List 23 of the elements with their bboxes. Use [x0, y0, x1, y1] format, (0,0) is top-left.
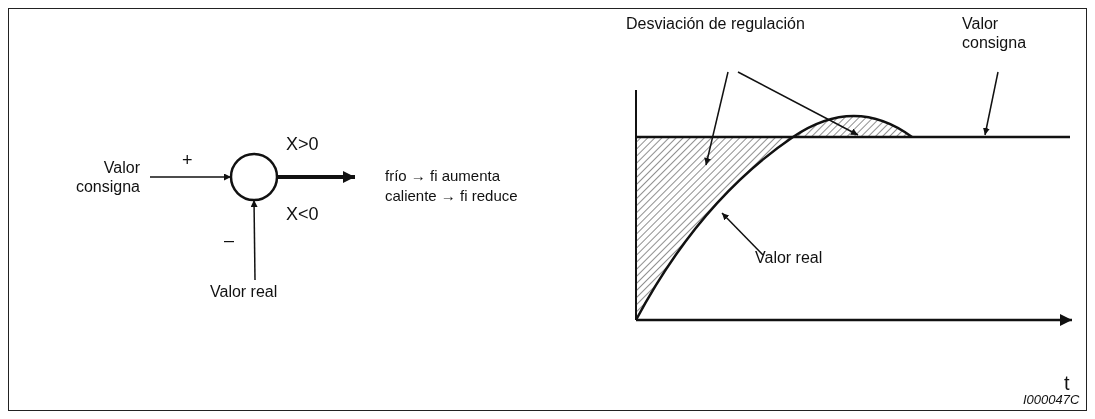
sign-label: +: [182, 150, 193, 171]
node-label: Desviación de regulación: [626, 14, 805, 33]
node-label: Valor consigna: [60, 158, 140, 196]
setpoint-line: [636, 135, 1070, 139]
leader-line: [983, 71, 999, 136]
leader-line: [704, 71, 729, 166]
axis-label: t: [1064, 372, 1070, 395]
leader-line: [721, 212, 764, 256]
response-curve: [634, 114, 913, 321]
node-label: Valor real: [210, 282, 278, 301]
condition-label: X<0: [286, 204, 319, 225]
node-label: Valor real: [755, 248, 823, 267]
arrow: [250, 199, 258, 281]
leader-line: [737, 71, 859, 136]
note-text: caliente → fi reduce: [385, 187, 518, 205]
arrow: [149, 173, 232, 181]
sign-label: –: [224, 230, 234, 251]
arrow: [277, 171, 355, 183]
node-label: Valor consigna: [962, 14, 1042, 52]
condition-label: X>0: [286, 134, 319, 155]
figure-id: I000047C: [1023, 392, 1080, 408]
note-text: frío → fi aumenta: [385, 167, 501, 185]
summing-junction: [229, 152, 279, 202]
